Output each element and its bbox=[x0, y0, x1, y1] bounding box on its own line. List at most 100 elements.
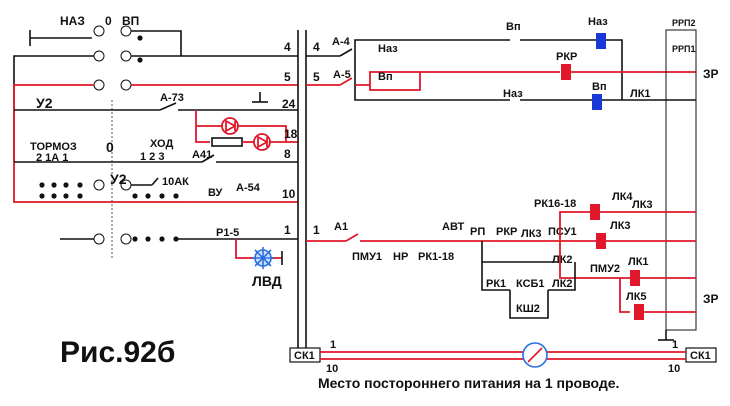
psu1-label: ПСУ1 bbox=[548, 226, 577, 238]
diode-2-symbol bbox=[257, 135, 269, 149]
lk3-coil-label: ЛК3 bbox=[610, 220, 631, 232]
a4-contact bbox=[339, 48, 353, 57]
lk1-top-label: ЛК1 bbox=[630, 88, 651, 100]
lk5-coil bbox=[634, 304, 644, 320]
vp-top-label: Вп bbox=[506, 21, 521, 33]
wire-10-label: 10 bbox=[282, 187, 296, 201]
avt-label: АВТ bbox=[442, 221, 464, 233]
naz2-label: Наз bbox=[503, 88, 523, 100]
lvd-lamp bbox=[252, 247, 274, 269]
vp-coil bbox=[592, 94, 602, 110]
p15-label: Р1-5 bbox=[216, 227, 239, 239]
rk1-label: РК1 bbox=[486, 278, 506, 290]
rkr-coil-label: РКР bbox=[556, 51, 577, 63]
r-wire-1-label: 1 bbox=[313, 223, 320, 237]
lk3b-label: ЛК3 bbox=[632, 199, 653, 211]
a1-contact bbox=[345, 233, 359, 242]
ak10-contact bbox=[151, 177, 159, 186]
wire-1-label: 1 bbox=[284, 223, 291, 237]
vp-label: ВП bbox=[122, 14, 139, 28]
rk1-net-2 bbox=[481, 262, 510, 291]
right-panel: 4 А-4 Вп Наз Наз Наз Вп ЛК1 5 А-5 Вп РКР… bbox=[306, 16, 719, 341]
a41-contact bbox=[201, 154, 215, 163]
rkr-line bbox=[355, 71, 560, 86]
zr-bottom-label: ЗР bbox=[703, 292, 719, 306]
diode-1-symbol bbox=[225, 119, 237, 133]
left-panel: НАЗ 0 ВП 4 5 У2 А-73 24 bbox=[13, 14, 307, 356]
bottom-n10-right: 10 bbox=[668, 363, 680, 375]
wire-18-label: 18 bbox=[284, 127, 298, 141]
lk1-coil bbox=[630, 270, 640, 286]
wire-8-label: 8 bbox=[284, 147, 291, 161]
ksh2-loop bbox=[509, 290, 549, 319]
lamp-upper-right bbox=[238, 125, 287, 142]
lk2a-label: ЛК2 bbox=[552, 254, 573, 266]
rk118-label: РК1-18 bbox=[418, 251, 454, 263]
caption: Место постороннего питания на 1 проводе. bbox=[318, 375, 619, 391]
bottom-n1-left: 1 bbox=[330, 339, 336, 351]
zero-label: 0 bbox=[105, 14, 112, 28]
lk1-label: ЛК1 bbox=[628, 256, 649, 268]
pmu2-branch bbox=[559, 241, 590, 279]
wire-5-label: 5 bbox=[284, 70, 291, 84]
a5-label: А-5 bbox=[333, 69, 351, 81]
rkr-label: РКР bbox=[496, 226, 517, 238]
rp-label: РП bbox=[470, 226, 485, 238]
controller-contacts bbox=[93, 25, 132, 245]
bottom-n10-left: 10 bbox=[326, 363, 338, 375]
ak10-label: 10АК bbox=[162, 176, 189, 188]
rrp2-label: РРП2 bbox=[672, 18, 695, 28]
pmu2-label: ПМУ2 bbox=[590, 263, 620, 275]
bottom-line: СК1 СК1 1 10 1 10 bbox=[289, 339, 717, 375]
lvd-label: ЛВД bbox=[252, 273, 282, 289]
r-top-line bbox=[354, 39, 510, 56]
zero-position: 0 bbox=[106, 139, 114, 155]
rk1618-label: РК16-18 bbox=[534, 198, 576, 210]
tormoz-positions: 2 1А 1 bbox=[36, 152, 68, 164]
rkr-coil bbox=[561, 64, 571, 80]
lk3-coil bbox=[596, 233, 606, 249]
sk1-right-label: СК1 bbox=[690, 350, 711, 362]
wire-24-label: 24 bbox=[282, 97, 296, 111]
a73-label: А-73 bbox=[160, 92, 184, 104]
bottom-n1-right: 1 bbox=[672, 339, 678, 351]
meter-needle bbox=[527, 347, 543, 363]
lvd-wire bbox=[235, 239, 254, 259]
u2-mid-label: У2 bbox=[110, 171, 127, 187]
lk4-coil bbox=[590, 204, 600, 220]
nr-label: НР bbox=[393, 251, 408, 263]
lk3a-label: ЛК3 bbox=[521, 228, 542, 240]
lk5-lead bbox=[619, 278, 630, 313]
a73-contact bbox=[159, 102, 177, 111]
rrp1-label: РРП1 bbox=[672, 44, 695, 54]
hod-label: ХОД bbox=[150, 138, 173, 150]
naz-coil-out bbox=[606, 39, 623, 100]
sk1-left-box bbox=[289, 347, 321, 363]
a1-label: А1 bbox=[334, 221, 348, 233]
resistor bbox=[211, 137, 243, 147]
sk1-left-label: СК1 bbox=[294, 350, 315, 362]
vp1-label: Вп bbox=[378, 71, 393, 83]
wire-5-left bbox=[13, 84, 184, 203]
rk1-net bbox=[481, 241, 558, 263]
naz-coil-label: Наз bbox=[588, 16, 608, 28]
push-button bbox=[252, 92, 268, 103]
pmu1-label: ПМУ1 bbox=[352, 251, 382, 263]
naz1-label: Наз bbox=[378, 43, 398, 55]
a5-contact bbox=[339, 77, 353, 86]
sk1-right-box bbox=[685, 347, 717, 363]
ksb1-label: КСБ1 bbox=[516, 278, 545, 290]
vp-branch bbox=[369, 72, 421, 91]
lk5-label: ЛК5 bbox=[626, 291, 647, 303]
zr-top-label: ЗР bbox=[703, 67, 719, 81]
r-lower-line bbox=[354, 56, 510, 101]
a41-label: А41 bbox=[192, 149, 212, 161]
wire-4-label: 4 bbox=[284, 40, 291, 54]
lk2-link bbox=[548, 262, 576, 291]
r-wire-5-label: 5 bbox=[313, 70, 320, 84]
lamp-branch bbox=[195, 110, 210, 143]
lk4-label: ЛК4 bbox=[612, 191, 633, 203]
figure-title: Рис.92б bbox=[60, 336, 175, 369]
